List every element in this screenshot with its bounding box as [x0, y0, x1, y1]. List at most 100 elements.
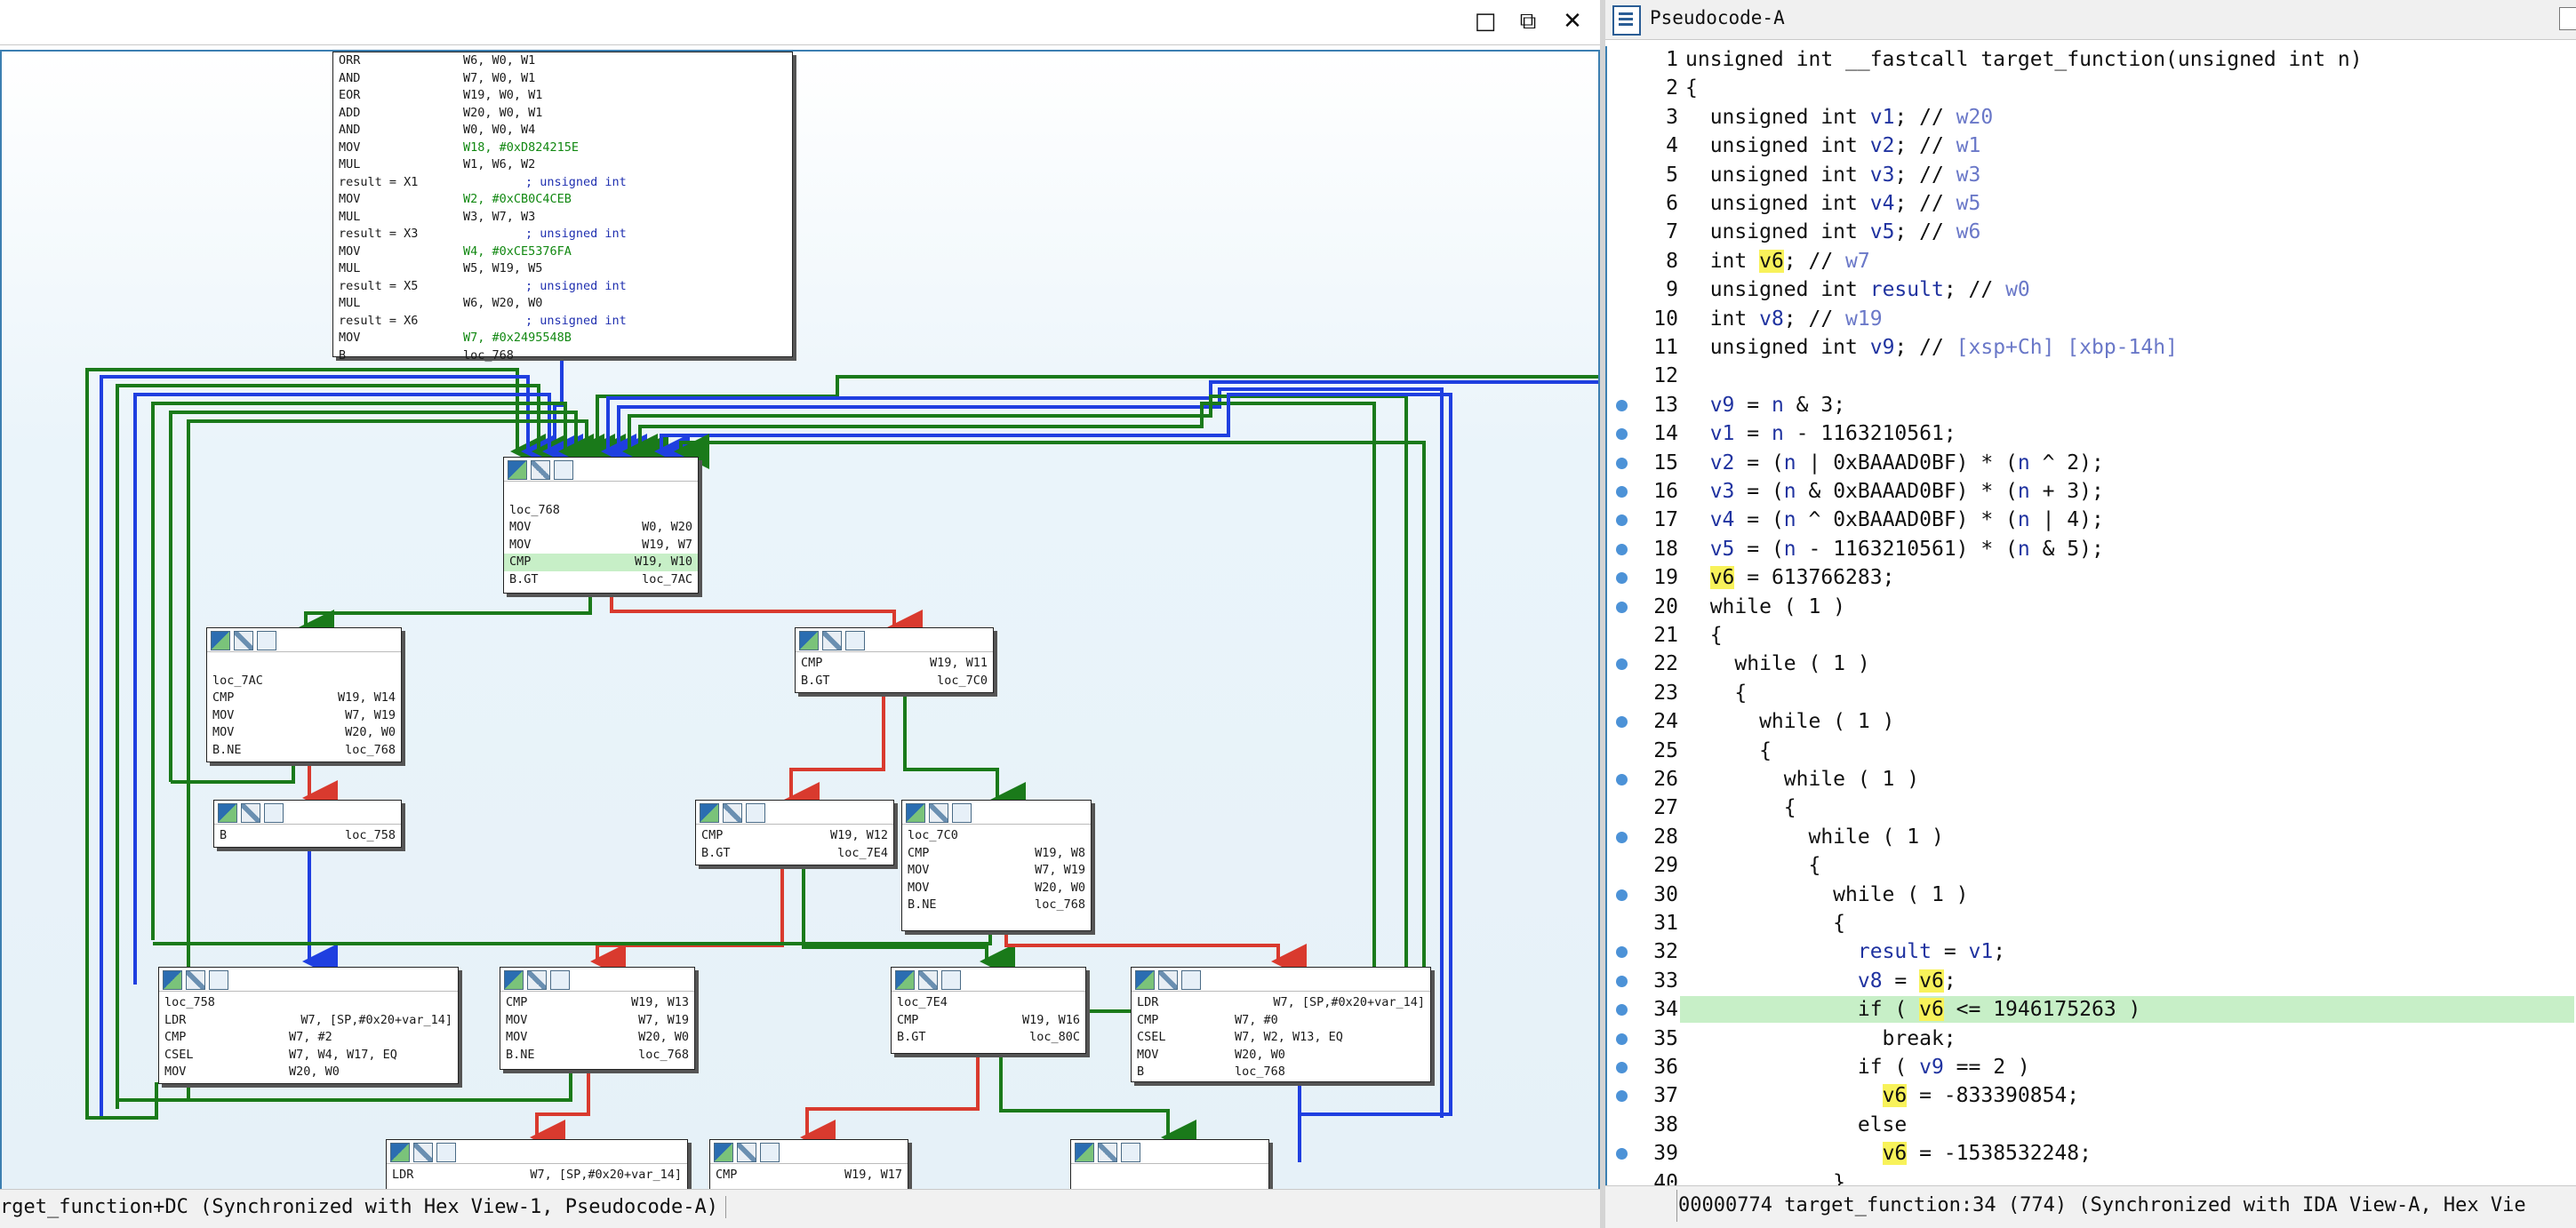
code-line[interactable]: 10 int v8; // w19 [1607, 306, 2574, 332]
code-line[interactable]: 7 unsigned int v5; // w6 [1607, 219, 2574, 245]
asm-target[interactable]: loc_80C [1029, 1030, 1080, 1044]
comment-icon[interactable] [760, 1143, 780, 1162]
comment-icon[interactable] [550, 970, 570, 990]
code-line[interactable]: 26 while ( 1 ) [1607, 766, 2574, 793]
code-line[interactable]: 29 { [1607, 852, 2574, 879]
color-icon[interactable] [390, 1143, 410, 1162]
color-icon[interactable] [714, 1143, 733, 1162]
code-line[interactable]: 4 unsigned int v2; // w1 [1607, 132, 2574, 159]
code-line[interactable]: 30 while ( 1 ) [1607, 881, 2574, 908]
breakpoint-dot-icon[interactable] [1616, 889, 1628, 901]
code-line[interactable]: 19 v6 = 613766283; [1607, 564, 2574, 591]
code-line[interactable]: 5 unsigned int v3; // w3 [1607, 162, 2574, 188]
code-line[interactable]: 17 v4 = (n ^ 0xBAAAD0BF) * (n | 4); [1607, 506, 2574, 533]
asm-target[interactable]: loc_768 [1035, 897, 1085, 912]
breakpoint-dot-icon[interactable] [1616, 1062, 1628, 1073]
comment-icon[interactable] [257, 631, 276, 650]
code-line[interactable]: 28 while ( 1 ) [1607, 824, 2574, 850]
comment-icon[interactable] [845, 631, 865, 650]
code-line[interactable]: 33 v8 = v6; [1607, 968, 2574, 994]
breakpoint-dot-icon[interactable] [1616, 601, 1628, 613]
color-icon[interactable] [799, 631, 819, 650]
color-icon[interactable] [508, 460, 527, 480]
breakpoint-dot-icon[interactable] [1616, 658, 1628, 671]
breakpoint-dot-icon[interactable] [1616, 543, 1628, 555]
breakpoint-dot-icon[interactable] [1616, 1148, 1628, 1160]
asm-target[interactable]: loc_758 [345, 828, 396, 842]
asm-target[interactable]: loc_7E4 [837, 845, 888, 860]
comment-icon[interactable] [1121, 1143, 1140, 1162]
code-line[interactable]: 12 [1607, 363, 2574, 389]
asm-target[interactable]: loc_768 [345, 742, 396, 757]
breakpoint-dot-icon[interactable] [1616, 572, 1628, 585]
graph-icon[interactable] [527, 970, 547, 990]
code-line[interactable]: 21 { [1607, 622, 2574, 649]
code-line[interactable]: 13 v9 = n & 3; [1607, 392, 2574, 419]
breakpoint-dot-icon[interactable] [1616, 831, 1628, 843]
comment-icon[interactable] [209, 970, 228, 990]
color-icon[interactable] [700, 803, 719, 823]
color-icon[interactable] [1075, 1143, 1094, 1162]
close-icon[interactable]: ✕ [1563, 8, 1582, 35]
breakpoint-dot-icon[interactable] [1616, 428, 1628, 441]
color-icon[interactable] [906, 803, 925, 823]
color-icon[interactable] [218, 803, 237, 823]
graph-icon[interactable] [234, 631, 253, 650]
code-line[interactable]: 35 break; [1607, 1025, 2574, 1052]
code-line[interactable]: 3 unsigned int v1; // w20 [1607, 104, 2574, 131]
pseudocode-tab[interactable]: Pseudocode-A [1605, 0, 2576, 40]
code-line[interactable]: 37 v6 = -833390854; [1607, 1082, 2574, 1109]
graph-icon[interactable] [1158, 970, 1178, 990]
color-icon[interactable] [504, 970, 524, 990]
asm-target[interactable]: loc_768 [638, 1047, 689, 1062]
asm-block-bottom-c[interactable] [1070, 1139, 1269, 1189]
graph-icon[interactable] [1098, 1143, 1117, 1162]
graph-icon[interactable] [531, 460, 550, 480]
asm-target[interactable]: loc_768 [1235, 1065, 1285, 1079]
breakpoint-dot-icon[interactable] [1616, 716, 1628, 729]
code-line[interactable]: 24 while ( 1 ) [1607, 708, 2574, 735]
code-line[interactable]: 38 else [1607, 1112, 2574, 1138]
code-line[interactable]: 9 unsigned int result; // w0 [1607, 276, 2574, 303]
code-line[interactable]: 27 { [1607, 794, 2574, 821]
graph-icon[interactable] [241, 803, 260, 823]
asm-target[interactable]: loc_7C0 [937, 673, 988, 688]
pane-splitter[interactable] [1600, 0, 1605, 1228]
color-icon[interactable] [1135, 970, 1155, 990]
code-line[interactable]: 22 while ( 1 ) [1607, 650, 2574, 677]
breakpoint-dot-icon[interactable] [1616, 774, 1628, 785]
graph-icon[interactable] [737, 1143, 756, 1162]
graph-icon[interactable] [929, 803, 948, 823]
color-icon[interactable] [895, 970, 915, 990]
comment-icon[interactable] [952, 803, 972, 823]
asm-target[interactable]: loc_7AC [642, 571, 692, 586]
color-icon[interactable] [163, 970, 182, 990]
code-line[interactable]: 6 unsigned int v4; // w5 [1607, 190, 2574, 217]
code-line[interactable]: 11 unsigned int v9; // [xsp+Ch] [xbp-14h… [1607, 334, 2574, 361]
breakpoint-dot-icon[interactable] [1616, 1033, 1628, 1045]
tab-close-icon[interactable] [2559, 7, 2576, 30]
graph-icon[interactable] [822, 631, 842, 650]
breakpoint-dot-icon[interactable] [1616, 399, 1628, 411]
breakpoint-dot-icon[interactable] [1616, 1090, 1628, 1103]
code-line[interactable]: 32 result = v1; [1607, 938, 2574, 965]
comment-icon[interactable] [554, 460, 573, 480]
breakpoint-dot-icon[interactable] [1616, 486, 1628, 498]
color-icon[interactable] [211, 631, 230, 650]
breakpoint-dot-icon[interactable] [1616, 946, 1628, 959]
breakpoint-dot-icon[interactable] [1616, 975, 1628, 987]
